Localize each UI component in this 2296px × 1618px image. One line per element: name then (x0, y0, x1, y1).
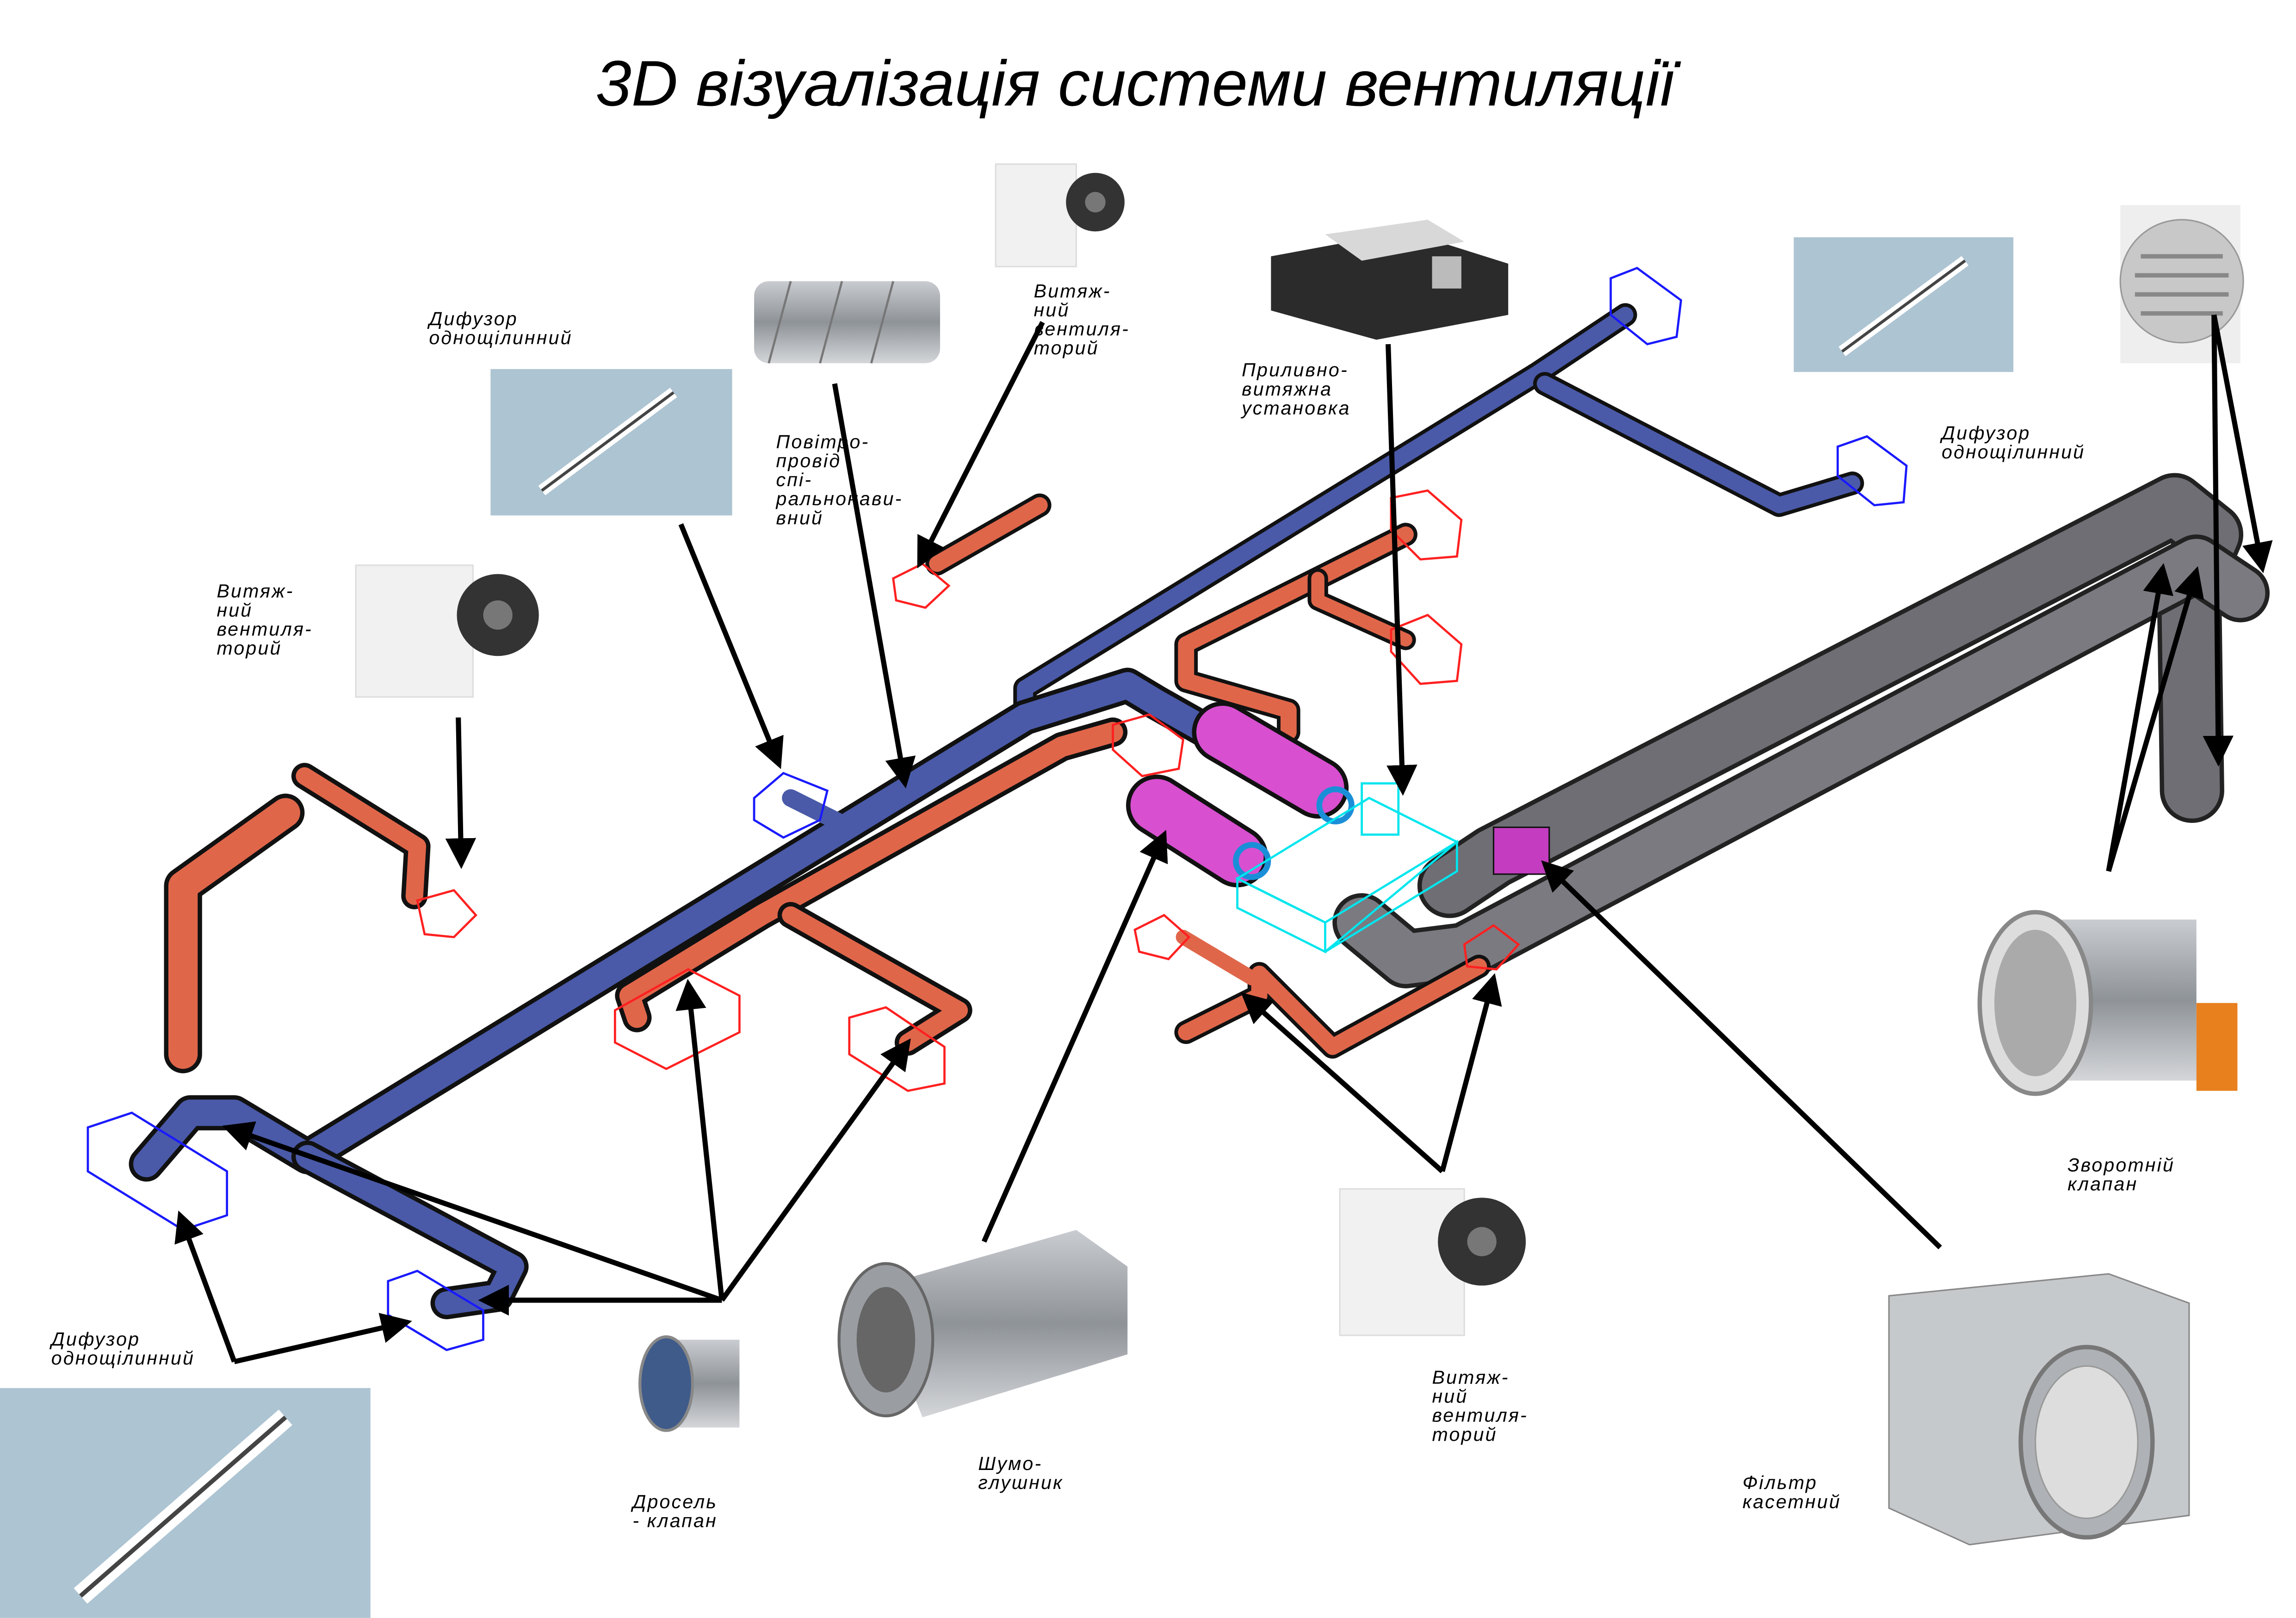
svg-text:Шумо-: Шумо- (978, 1453, 1042, 1474)
svg-text:Витяж-: Витяж- (1432, 1366, 1510, 1388)
silencers-3d (1126, 701, 1355, 888)
label-check-valve: Зворотній клапан (2067, 1154, 2175, 1195)
ahu-photo (1271, 220, 1509, 340)
filter-3d (1492, 826, 1550, 875)
exhaust-ducts (164, 493, 1491, 1074)
svg-text:Зворотній: Зворотній (2067, 1154, 2175, 1175)
label-fan-left: Витяж- ний вентиля- торий (217, 581, 312, 659)
fan-photo-left (355, 564, 539, 698)
svg-text:Повітро-: Повітро- (776, 431, 870, 452)
label-fan-top: Витяж- ний вентиля- торий (1034, 280, 1130, 358)
fan-photo-top (995, 163, 1125, 267)
ahu-wireframe (1235, 782, 1460, 954)
svg-text:однощілинний: однощілинний (429, 327, 572, 348)
diffuser-photo-right (1794, 237, 2014, 372)
svg-text:однощілинний: однощілинний (51, 1347, 195, 1369)
svg-text:вентиля-: вентиля- (1432, 1405, 1528, 1426)
svg-text:Дифузор: Дифузор (50, 1328, 140, 1350)
silencer-photo (837, 1229, 1128, 1418)
outdoor-ducts (1332, 473, 2270, 988)
svg-text:вентиля-: вентиля- (217, 618, 312, 640)
leader-arrows (174, 314, 2273, 1365)
svg-text:витяжна: витяжна (1242, 378, 1332, 400)
svg-text:Приливно-: Приливно- (1242, 359, 1349, 381)
fan-photo-bottom (1339, 1188, 1526, 1336)
filter-photo (1888, 1273, 2190, 1546)
svg-text:глушник: глушник (978, 1472, 1063, 1493)
svg-text:торий: торий (1432, 1424, 1498, 1445)
svg-text:спі-: спі- (776, 469, 813, 490)
spiral-duct-photo (754, 281, 941, 364)
diffuser-photo-top (490, 369, 732, 516)
svg-text:провід: провід (776, 450, 842, 471)
svg-text:Дифузор: Дифузор (427, 308, 518, 329)
label-filter: Фільтр касетний (1743, 1472, 1841, 1512)
svg-text:торий: торий (1034, 337, 1099, 358)
svg-text:ний: ний (1034, 299, 1070, 321)
diffuser-photo-bottom (0, 1388, 371, 1618)
label-throttle-valve: Дросель - клапан (631, 1491, 718, 1532)
check-valve-photo (1977, 910, 2238, 1096)
svg-text:однощілинний: однощілинний (1942, 441, 2085, 463)
svg-text:- клапан: - клапан (632, 1510, 718, 1532)
svg-text:Витяж-: Витяж- (217, 581, 294, 602)
svg-text:ральнонави-: ральнонави- (775, 488, 903, 509)
label-ahu: Приливно- витяжна установка (1240, 359, 1351, 419)
svg-text:Фільтр: Фільтр (1743, 1472, 1818, 1493)
label-silencer: Шумо- глушник (978, 1453, 1063, 1493)
throttle-valve-photo (638, 1335, 740, 1432)
label-fan-bottom: Витяж- ний вентиля- торий (1432, 1366, 1528, 1445)
svg-text:установка: установка (1240, 397, 1351, 419)
svg-text:клапан: клапан (2067, 1173, 2138, 1195)
page-title: 3D візуалізація системи вентиляції (595, 47, 1681, 119)
svg-text:ний: ний (1432, 1385, 1468, 1407)
grille-photo (2119, 205, 2244, 364)
svg-text:ний: ний (217, 599, 253, 621)
svg-text:Дросель: Дросель (631, 1491, 718, 1512)
svg-text:вний: вний (776, 507, 824, 528)
label-diffuser-right: Дифузор однощілинний (1940, 422, 2085, 463)
label-diffuser-top: Дифузор однощілинний (427, 308, 572, 348)
svg-text:вентиля-: вентиля- (1034, 318, 1130, 340)
label-diffuser-bottom: Дифузор однощілинний (50, 1328, 195, 1369)
svg-text:Витяж-: Витяж- (1034, 280, 1111, 302)
svg-text:торий: торий (217, 637, 282, 659)
svg-text:Дифузор: Дифузор (1940, 422, 2030, 444)
supply-ducts (129, 303, 1864, 1320)
label-spiral-duct: Повітро- провід спі- ральнонави- вний (775, 431, 903, 529)
svg-text:касетний: касетний (1743, 1491, 1841, 1512)
